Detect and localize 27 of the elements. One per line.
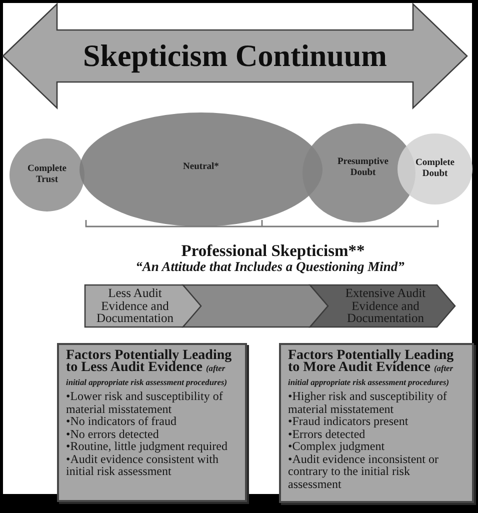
section-heading: Professional Skepticism** (181, 242, 365, 260)
stage-label: Presumptive Doubt (337, 157, 388, 178)
stage-label: Complete Doubt (415, 158, 455, 179)
tagline: “An Attitude that Includes a Questioning Mind” (136, 259, 404, 274)
panel-heading: Factors Potentially Leading to More Audit Evidence (after initial appropriate risk assessment procedures) (288, 348, 454, 389)
factor-panel (57, 343, 247, 502)
chevron-label: Less Audit Evidence and Documentation (96, 286, 174, 326)
continuum-title: Skepticism Continuum (82, 38, 388, 73)
factor-item: •No indicators of fraud (66, 414, 177, 428)
factor-item: •Audit evidence inconsistent or contrary to the initial risk assessment (288, 452, 438, 491)
factor-item: •Fraud indicators present (288, 414, 408, 428)
factor-item: •Errors detected (288, 426, 366, 441)
stage-circle (397, 133, 473, 205)
factor-item: •Lower risk and susceptibility of material misstatement (66, 389, 223, 416)
stage-label: Complete Trust (27, 164, 67, 185)
chevron-shape (85, 285, 203, 327)
panel-heading: Factors Potentially Leading to Less Audit Evidence (after initial appropriate risk assessment procedures) (66, 348, 232, 389)
stage-circle (9, 138, 85, 212)
factor-item: •Higher risk and susceptibility of material misstatement (288, 389, 447, 416)
factor-item: •Audit evidence consistent with initial risk assessment (66, 452, 219, 478)
factor-item: •Routine, little judgment required (66, 439, 228, 454)
factor-item: •No errors detected (66, 426, 159, 441)
stage-label: Neutral* (183, 162, 219, 172)
factor-panel (279, 343, 474, 503)
factor-item: •Complex judgment (288, 439, 385, 454)
chevron-label: Extensive Audit Evidence and Documentation (345, 286, 426, 326)
double-headed-arrow (3, 4, 467, 108)
